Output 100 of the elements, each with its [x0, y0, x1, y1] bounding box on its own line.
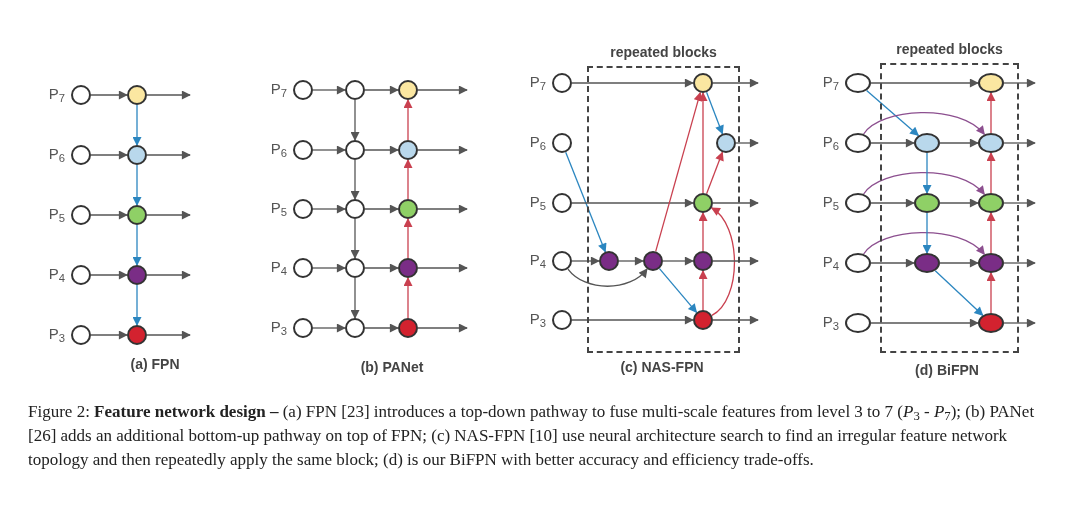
panel-title: (b) PANet — [360, 357, 424, 377]
feature-node — [293, 258, 313, 278]
arrow — [350, 277, 360, 319]
level-label: P$_{6}$ — [529, 133, 546, 151]
arrow — [567, 268, 648, 287]
arrow — [986, 272, 996, 314]
arrow — [350, 99, 360, 141]
feature-node — [398, 318, 418, 338]
arrow — [312, 85, 346, 95]
arrow — [658, 268, 698, 314]
feature-node — [716, 133, 736, 153]
feature-node — [914, 253, 940, 273]
arrow — [132, 164, 142, 206]
arrow — [655, 91, 703, 252]
level-label: P$_{5}$ — [822, 193, 839, 211]
feature-node — [978, 193, 1004, 213]
feature-node — [845, 133, 871, 153]
arrow — [90, 90, 128, 100]
level-label: P$_{6}$ — [822, 133, 839, 151]
feature-node — [845, 313, 871, 333]
feature-node — [293, 318, 313, 338]
level-label: P$_{7}$ — [48, 85, 65, 103]
feature-node — [398, 80, 418, 100]
arrow — [735, 138, 759, 148]
level-label: P$_{6}$ — [270, 140, 287, 158]
arrow — [863, 232, 985, 256]
feature-node — [398, 199, 418, 219]
feature-node — [845, 73, 871, 93]
arrow — [90, 210, 128, 220]
arrow — [312, 145, 346, 155]
level-label: P$_{3}$ — [270, 318, 287, 336]
arrow — [417, 145, 468, 155]
feature-node — [71, 145, 91, 165]
feature-node — [599, 251, 619, 271]
arrow — [403, 159, 413, 200]
arrow — [364, 85, 399, 95]
feature-node — [978, 73, 1004, 93]
feature-node — [552, 193, 572, 213]
arrow — [986, 212, 996, 254]
feature-node — [693, 251, 713, 271]
arrow — [571, 198, 694, 208]
feature-node — [978, 133, 1004, 153]
panel-title: (c) NAS-FPN — [620, 357, 704, 377]
feature-node — [71, 205, 91, 225]
feature-node — [293, 140, 313, 160]
arrow — [571, 315, 694, 325]
arrow — [712, 256, 759, 266]
arrow — [90, 150, 128, 160]
level-label: P$_{7}$ — [822, 73, 839, 91]
feature-node — [345, 80, 365, 100]
arrow — [863, 112, 985, 136]
arrow — [403, 99, 413, 141]
feature-node — [398, 258, 418, 278]
feature-node — [127, 265, 147, 285]
block-heading: repeated blocks — [609, 43, 718, 62]
arrow — [146, 270, 191, 280]
feature-node — [552, 73, 572, 93]
level-label: P$_{5}$ — [270, 199, 287, 217]
feature-node — [978, 313, 1004, 333]
arrow — [1003, 78, 1036, 88]
arrow — [705, 151, 724, 195]
arrow — [350, 159, 360, 200]
arrow — [132, 284, 142, 326]
arrow — [146, 90, 191, 100]
arrow — [986, 92, 996, 134]
level-label: P$_{7}$ — [270, 80, 287, 98]
arrow — [863, 172, 985, 196]
feature-node — [552, 251, 572, 271]
arrow — [312, 263, 346, 273]
arrow — [132, 224, 142, 266]
feature-node — [693, 73, 713, 93]
feature-node — [127, 85, 147, 105]
feature-node — [345, 140, 365, 160]
arrow — [870, 138, 915, 148]
arrow — [870, 258, 915, 268]
arrow — [870, 318, 979, 328]
feature-node — [552, 310, 572, 330]
level-label: P$_{5}$ — [48, 205, 65, 223]
arrow — [870, 198, 915, 208]
level-label: P$_{4}$ — [529, 251, 546, 269]
arrow — [417, 204, 468, 214]
arrow — [934, 270, 984, 316]
arrow — [618, 256, 644, 266]
arrow — [698, 270, 708, 311]
feature-node — [845, 253, 871, 273]
arrow — [364, 323, 399, 333]
feature-node — [71, 85, 91, 105]
arrow — [571, 256, 600, 266]
feature-node — [127, 145, 147, 165]
arrow — [922, 212, 932, 254]
feature-node — [71, 265, 91, 285]
feature-node — [693, 193, 713, 213]
arrow — [417, 263, 468, 273]
feature-node — [293, 80, 313, 100]
arrow — [698, 212, 708, 252]
arrow — [417, 85, 468, 95]
arrow — [132, 104, 142, 146]
arrow — [417, 323, 468, 333]
feature-node — [845, 193, 871, 213]
level-label: P$_{4}$ — [270, 258, 287, 276]
